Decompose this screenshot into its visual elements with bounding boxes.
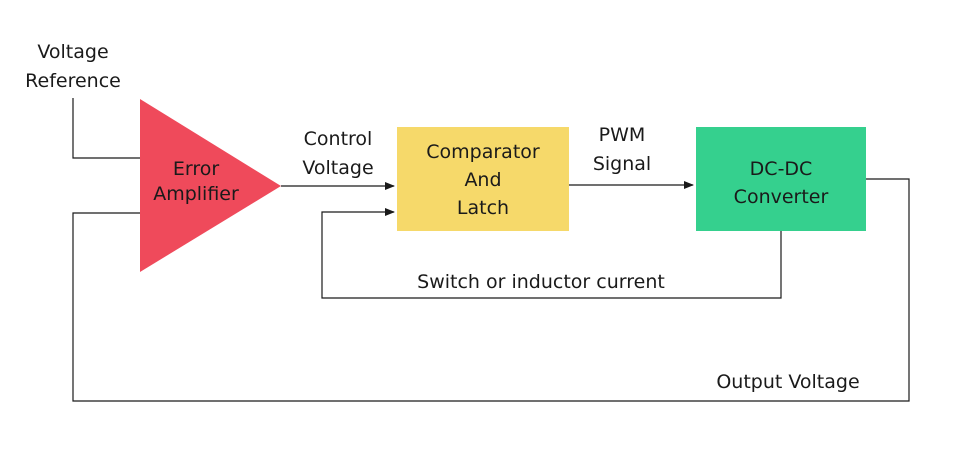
dc-dc-converter-label-line1: DC-DC bbox=[750, 158, 813, 180]
output-voltage-label: Output Voltage bbox=[716, 371, 859, 393]
current-sense-loop-wire bbox=[321, 208, 782, 299]
comparator-latch-block bbox=[397, 127, 569, 231]
comparator-latch-label-line3: Latch bbox=[457, 197, 509, 219]
reference-input-wire bbox=[72, 98, 140, 159]
error-amplifier-label-line2: Amplifier bbox=[153, 183, 239, 205]
control-voltage-label-line2: Voltage bbox=[302, 157, 373, 179]
comparator-latch-label-line2: And bbox=[464, 169, 501, 191]
pwm-signal-label-line2: Signal bbox=[593, 153, 651, 175]
error-amplifier-triangle bbox=[140, 99, 281, 272]
dc-dc-converter-label-line2: Converter bbox=[734, 186, 829, 208]
control-voltage-label-line1: Control bbox=[304, 128, 373, 150]
pwm-signal-label-line1: PWM bbox=[599, 124, 646, 146]
voltage-reference-label-line1: Voltage bbox=[37, 41, 108, 63]
switch-current-label: Switch or inductor current bbox=[417, 271, 665, 293]
output-feedback-wire bbox=[72, 178, 910, 402]
dc-dc-converter-block bbox=[696, 127, 866, 231]
voltage-reference-label-line2: Reference bbox=[25, 70, 121, 92]
comparator-latch-label-line1: Comparator bbox=[426, 141, 540, 163]
error-amplifier-label-line1: Error bbox=[173, 158, 220, 180]
